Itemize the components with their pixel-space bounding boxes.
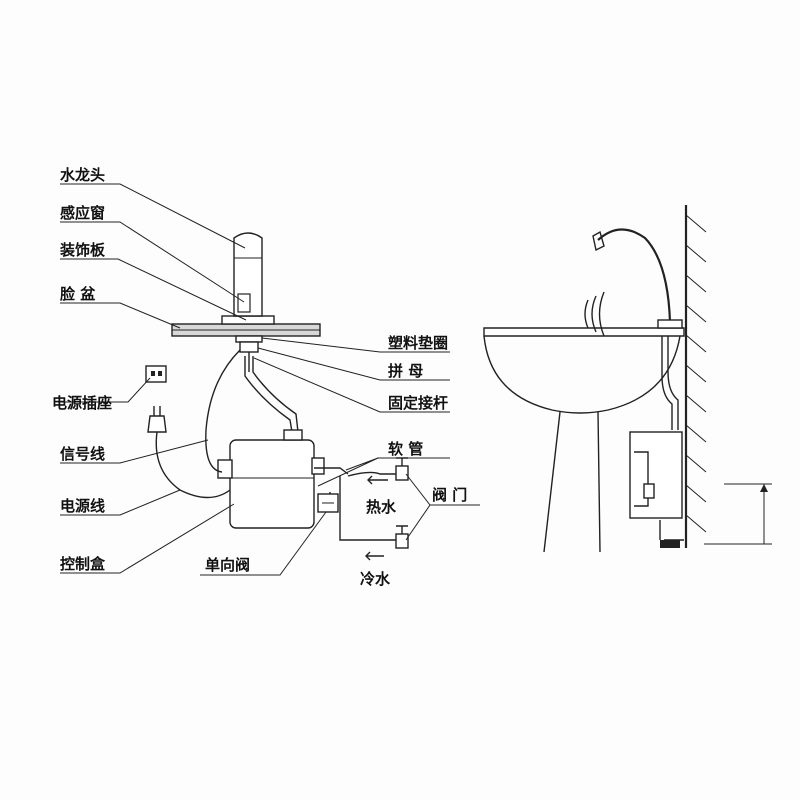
control-box [229, 439, 315, 529]
plastic-gasket [235, 335, 263, 343]
sensor-window [237, 293, 251, 313]
label-sensor-window: 感应窗 [60, 204, 105, 222]
hot-water-valve [395, 457, 409, 481]
wall-hatching [685, 214, 707, 533]
power-plug [147, 415, 167, 433]
diagram-labels: 水龙头 感应窗 装饰板 脸 盆 电源插座 信号线 电源线 控制盒 单向阀 塑料垫… [52, 166, 467, 588]
control-box-installed [629, 431, 683, 519]
label-fixed-rod: 固定接杆 [388, 394, 448, 412]
faucet-spout [597, 228, 672, 323]
label-valve: 阀 门 [432, 486, 467, 504]
lock-nut [239, 341, 259, 353]
basin-bowl [483, 335, 681, 414]
label-plastic-gasket: 塑料垫圈 [388, 334, 448, 352]
basin-rim [483, 327, 685, 337]
label-power-socket: 电源插座 [52, 394, 112, 412]
trim-plate [221, 315, 275, 325]
label-basin: 脸 盆 [60, 285, 96, 303]
pedestal [543, 411, 601, 553]
label-check-valve: 单向阀 [205, 556, 250, 574]
left-installation-drawing [145, 232, 409, 561]
height-dimension [704, 483, 772, 545]
hot-water-arrow [367, 475, 388, 485]
label-hose: 软 管 [388, 440, 423, 458]
label-faucet: 水龙头 [60, 166, 105, 184]
right-installed-view [483, 205, 772, 553]
cold-water-arrow [365, 551, 384, 561]
label-nut: 拼 母 [388, 362, 423, 380]
label-hot-water: 热水 [366, 498, 397, 516]
leader-lines [58, 183, 480, 576]
power-socket [145, 365, 167, 383]
label-control-box: 控制盒 [60, 555, 106, 573]
label-power-cord: 电源线 [60, 497, 105, 515]
cold-water-valve [395, 525, 409, 549]
label-signal-wire: 信号线 [60, 445, 105, 463]
label-cold-water: 冷水 [360, 570, 391, 588]
label-trim-plate: 装饰板 [59, 241, 106, 259]
sensor-waves [584, 291, 605, 337]
